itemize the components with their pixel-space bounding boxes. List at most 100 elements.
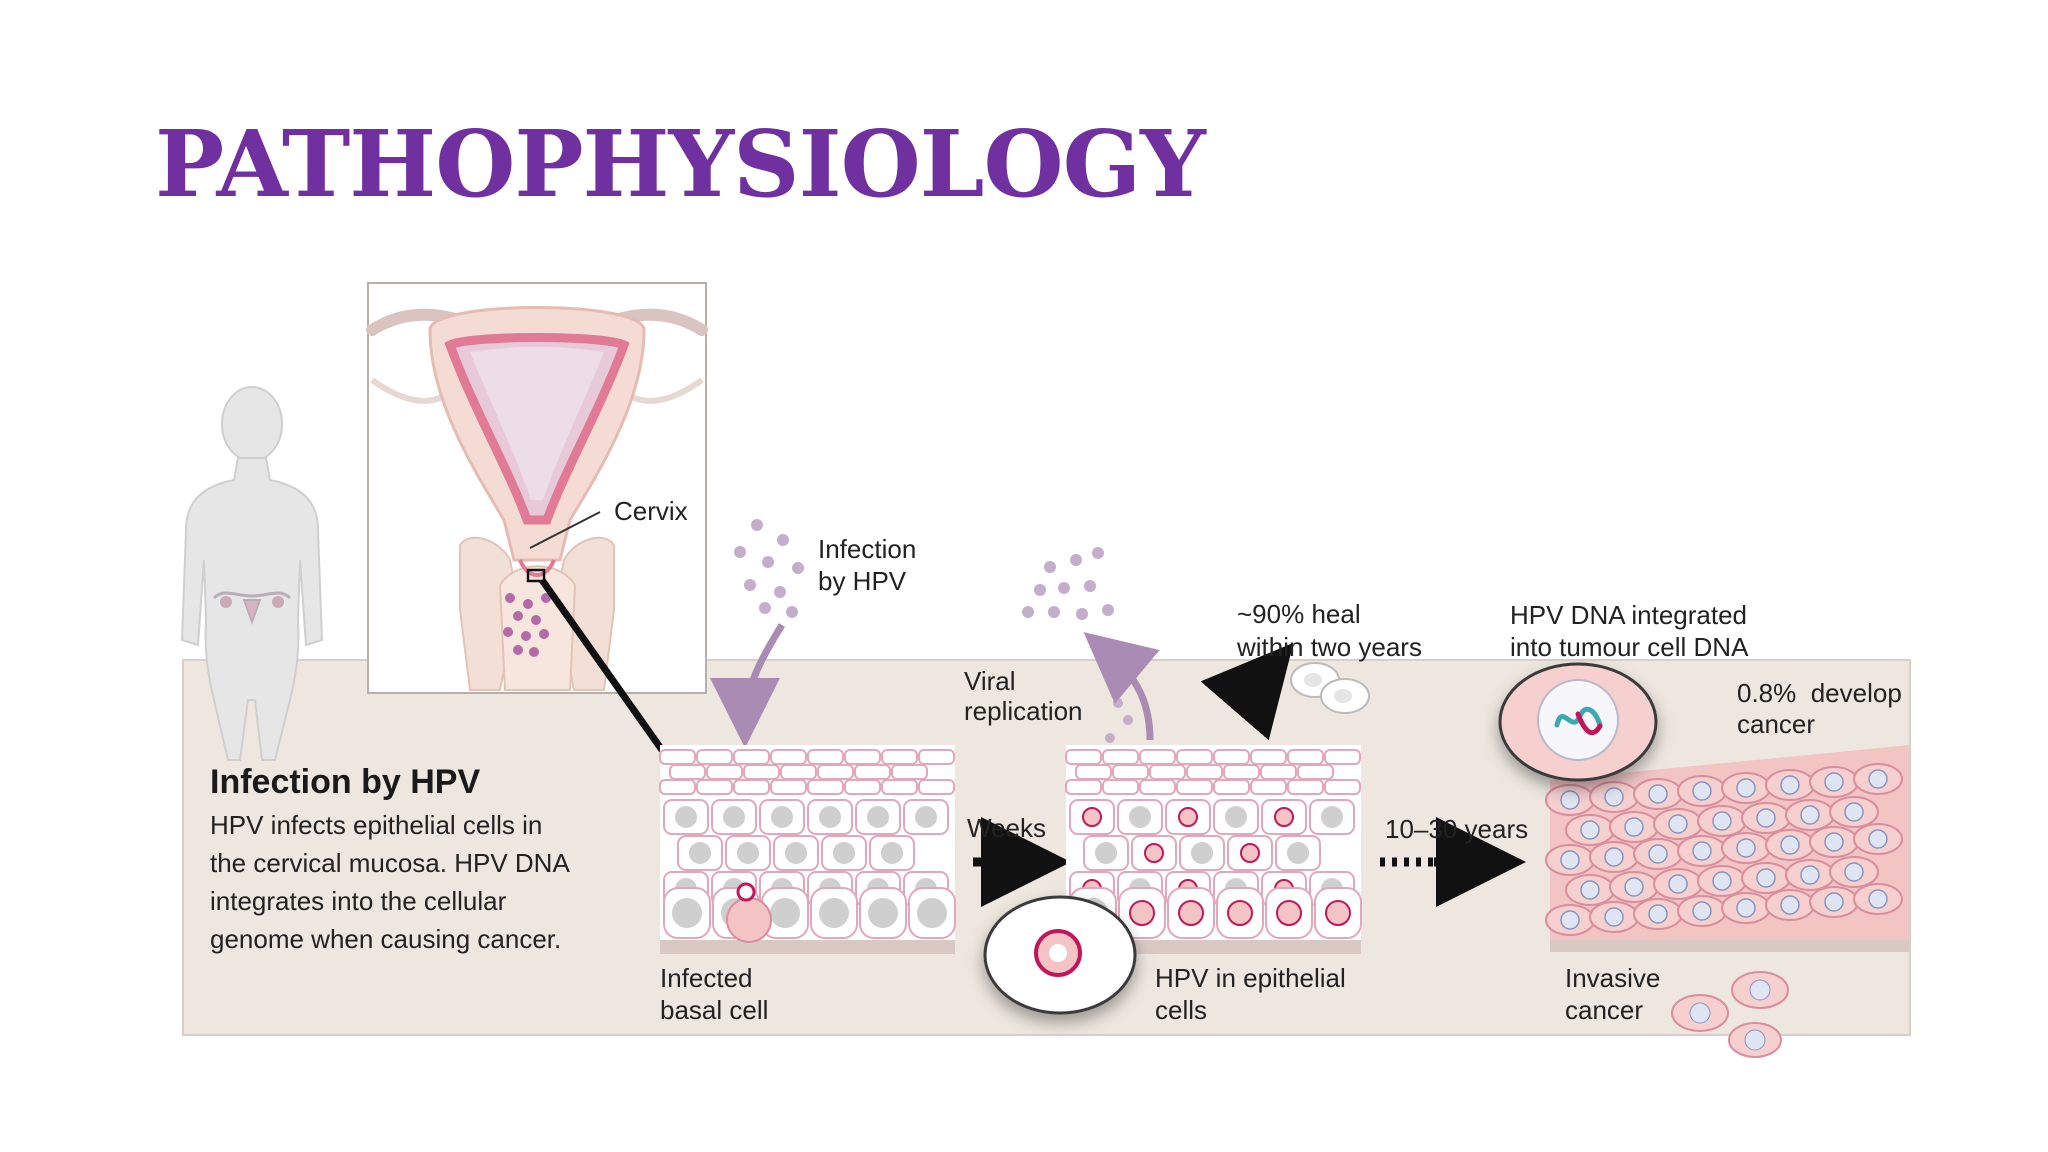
cell-nucleus bbox=[819, 806, 841, 828]
epithelial-cell bbox=[696, 749, 733, 765]
cell-nucleus bbox=[1321, 806, 1343, 828]
cell-nucleus bbox=[1178, 900, 1204, 926]
epithelial-cell bbox=[1102, 749, 1139, 765]
cell-nucleus bbox=[672, 898, 702, 928]
cancer-cell-nucleus bbox=[1756, 868, 1776, 888]
cell-nucleus bbox=[1144, 843, 1164, 863]
replication-arrow bbox=[1083, 632, 1160, 741]
epithelial-cell bbox=[1065, 779, 1102, 795]
cell-nucleus bbox=[1129, 900, 1155, 926]
cancer-cell-nucleus bbox=[1736, 778, 1756, 798]
cancer-cell-nucleus bbox=[1844, 802, 1864, 822]
virus-particles-replication bbox=[1022, 547, 1133, 743]
cell-nucleus bbox=[1225, 806, 1247, 828]
cancer-cell-nucleus bbox=[1560, 790, 1580, 810]
epithelial-cell bbox=[1065, 749, 1102, 765]
label-develop-cancer-1: 0.8% develop bbox=[1737, 678, 1902, 708]
label-infection-2: by HPV bbox=[818, 566, 907, 596]
label-heal-1: ~90% heal bbox=[1237, 599, 1361, 629]
description-line-1: HPV infects epithelial cells in bbox=[210, 810, 542, 840]
cancer-cell-nucleus bbox=[1648, 904, 1668, 924]
epithelial-cell bbox=[1250, 749, 1287, 765]
epithelial-cell bbox=[669, 764, 706, 780]
cell-nucleus bbox=[833, 842, 855, 864]
cancer-cell-nucleus bbox=[1624, 877, 1644, 897]
cancer-cell-nucleus bbox=[1604, 907, 1624, 927]
magnified-tumour-cell bbox=[1498, 662, 1658, 782]
tissue-block-hpv-epithelial bbox=[1065, 745, 1362, 954]
cell-nucleus bbox=[771, 806, 793, 828]
cancer-cell-nucleus bbox=[1868, 829, 1888, 849]
label-infected-basal-1: Infected bbox=[660, 963, 753, 993]
epithelial-cell bbox=[1324, 749, 1361, 765]
cancer-cell-nucleus bbox=[1648, 844, 1668, 864]
cancer-cell-nucleus bbox=[1844, 862, 1864, 882]
magnified-infected-cell bbox=[983, 895, 1137, 1015]
epithelial-cell bbox=[1075, 764, 1112, 780]
cancer-cell-nucleus bbox=[1736, 838, 1756, 858]
cell-nucleus bbox=[1082, 807, 1102, 827]
cancer-cell-nucleus bbox=[1580, 880, 1600, 900]
epithelial-cell bbox=[1324, 779, 1361, 795]
cell-nucleus bbox=[1129, 806, 1151, 828]
cancer-cell-nucleus bbox=[1692, 781, 1712, 801]
heal-arrow bbox=[1200, 642, 1294, 741]
cancer-cell-nucleus bbox=[1736, 898, 1756, 918]
epithelial-cell bbox=[780, 764, 817, 780]
label-weeks: Weeks bbox=[967, 813, 1046, 843]
cancer-cell-nucleus bbox=[1604, 787, 1624, 807]
cell-nucleus bbox=[1287, 842, 1309, 864]
epithelial-cell bbox=[1149, 764, 1186, 780]
label-heal-2: within two years bbox=[1236, 632, 1422, 662]
epithelial-cell bbox=[844, 749, 881, 765]
epithelial-cell bbox=[1287, 749, 1324, 765]
epithelial-cell bbox=[696, 779, 733, 795]
label-infected-basal-2: basal cell bbox=[660, 995, 768, 1025]
cell-nucleus bbox=[723, 806, 745, 828]
cancer-cell-nucleus bbox=[1800, 805, 1820, 825]
epithelial-cell bbox=[844, 779, 881, 795]
cancer-cell-nucleus bbox=[1712, 811, 1732, 831]
cancer-cell-nucleus bbox=[1668, 874, 1688, 894]
epithelial-cell bbox=[918, 779, 955, 795]
tissue-block-invasive-cancer bbox=[1545, 745, 1910, 1058]
label-cervix: Cervix bbox=[614, 496, 688, 526]
cell-nucleus bbox=[1095, 842, 1117, 864]
epithelial-cell bbox=[1213, 779, 1250, 795]
epithelial-cell bbox=[807, 779, 844, 795]
cancer-cell-nucleus bbox=[1824, 892, 1844, 912]
label-infection-1: Infection bbox=[818, 534, 916, 564]
epithelial-cell bbox=[854, 764, 891, 780]
epithelial-cell bbox=[1176, 749, 1213, 765]
label-viral-replication-2: replication bbox=[964, 696, 1083, 726]
cell-nucleus bbox=[785, 842, 807, 864]
cell-nucleus bbox=[881, 842, 903, 864]
epithelial-cell bbox=[1287, 779, 1324, 795]
cell-nucleus bbox=[1276, 900, 1302, 926]
epithelial-cell bbox=[659, 749, 696, 765]
cell-nucleus bbox=[1191, 842, 1213, 864]
tissue-block-infected-basal-cell bbox=[659, 745, 956, 954]
cell-nucleus bbox=[915, 806, 937, 828]
cancer-cell-nucleus bbox=[1756, 808, 1776, 828]
cancer-cell-nucleus bbox=[1800, 865, 1820, 885]
epithelial-cell bbox=[1139, 779, 1176, 795]
epithelial-cell bbox=[817, 764, 854, 780]
label-invasive-1: Invasive bbox=[1565, 963, 1660, 993]
virus-particles-infection bbox=[734, 519, 804, 618]
cell-nucleus bbox=[1240, 843, 1260, 863]
cancer-cell-nucleus bbox=[1668, 814, 1688, 834]
cell-nucleus bbox=[867, 806, 889, 828]
epithelial-cell bbox=[706, 764, 743, 780]
epithelial-cell bbox=[659, 779, 696, 795]
cervix-inset bbox=[366, 282, 708, 694]
cancer-cell-nucleus bbox=[1868, 889, 1888, 909]
cancer-cell-nucleus bbox=[1780, 835, 1800, 855]
cell-nucleus bbox=[1178, 807, 1198, 827]
label-hpv-epithelial-1: HPV in epithelial bbox=[1155, 963, 1346, 993]
diagram-heading: Infection by HPV bbox=[210, 763, 480, 801]
zoom-line bbox=[539, 577, 665, 753]
epithelial-cell bbox=[770, 749, 807, 765]
cancer-cell-nucleus bbox=[1692, 901, 1712, 921]
description-line-3: integrates into the cellular bbox=[210, 886, 507, 916]
